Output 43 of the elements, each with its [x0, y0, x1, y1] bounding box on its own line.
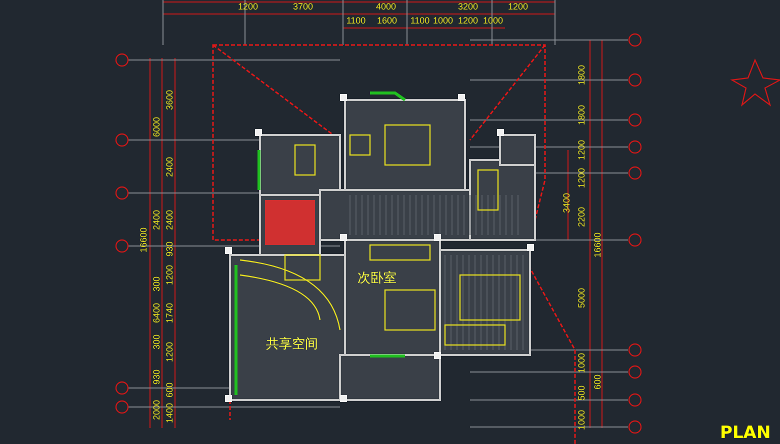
room-label: 共享空间 — [266, 338, 318, 352]
dimension-value: 500 — [578, 385, 586, 401]
dimension-value: 2000 — [152, 400, 162, 420]
dimension-value: 930 — [152, 369, 162, 385]
dimension-value: 3700 — [292, 2, 314, 12]
dimension-value: 1200 — [508, 2, 528, 12]
dimension-value: 1100 — [346, 16, 366, 26]
dimension-value: 5000 — [578, 288, 586, 308]
dimension-value: 6000 — [152, 116, 162, 138]
dimension-value: 1200 — [166, 264, 174, 286]
dimension-value: 4000 — [376, 2, 396, 12]
dimension-value: 2400 — [166, 156, 174, 178]
dimension-value: 1800 — [578, 104, 586, 126]
dimension-value: 1740 — [166, 302, 174, 324]
dimension-value: 3400 — [562, 192, 572, 214]
dimension-value: 1800 — [578, 64, 586, 86]
dimension-value: 1400 — [166, 402, 174, 424]
dimension-value: 600 — [594, 374, 602, 390]
dimension-value: 1600 — [376, 16, 398, 26]
dimension-value: 300 — [152, 334, 162, 350]
dimension-value: 2200 — [578, 206, 586, 228]
dimension-value: 300 — [152, 276, 162, 292]
dimension-value: 1200 — [458, 16, 478, 26]
room-label: 次卧室 — [358, 272, 396, 286]
dimension-value: 6400 — [152, 302, 162, 324]
dimension-value: 2400 — [152, 210, 162, 230]
dimension-value: 930 — [166, 241, 174, 257]
dimension-value: 16600 — [594, 232, 602, 258]
dimension-value: 1000 — [578, 352, 586, 374]
dimension-value: 3600 — [166, 90, 174, 110]
dimension-value: 3200 — [458, 2, 478, 12]
dimension-value: 1100 — [410, 16, 430, 26]
dimension-value: 1200 — [578, 140, 586, 160]
dimension-value: 1000 — [432, 16, 454, 26]
dimension-value: 16600 — [140, 227, 148, 253]
dimension-value: 600 — [166, 382, 174, 398]
plan-title: PLAN — [720, 424, 771, 442]
dimension-value: 2400 — [166, 210, 174, 230]
dimension-value: 1200 — [166, 342, 174, 362]
dimension-value: 1000 — [482, 16, 504, 26]
dimension-value: 1000 — [578, 410, 586, 430]
dimension-value: 1200 — [238, 2, 258, 12]
dimension-value: 1200 — [578, 168, 586, 188]
